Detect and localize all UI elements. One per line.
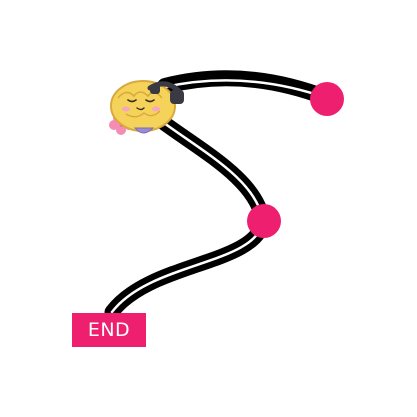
waypoint-dot-2[interactable]: [247, 204, 281, 238]
headphones-icon: [147, 81, 184, 104]
end-badge[interactable]: END: [72, 313, 146, 347]
waypoint-dot-1[interactable]: [310, 82, 344, 116]
brain-character-icon[interactable]: [109, 80, 184, 135]
